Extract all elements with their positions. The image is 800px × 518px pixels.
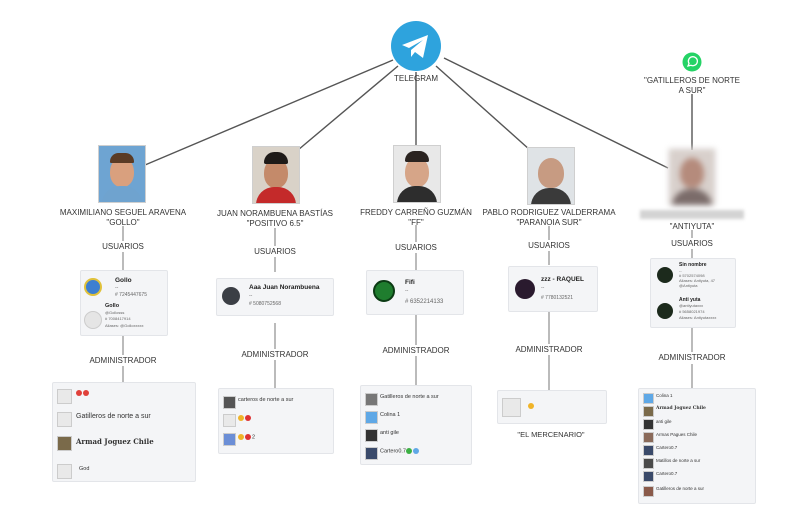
link-telegram-person-4	[435, 65, 531, 151]
user-name: zzz - RAQUEL	[541, 276, 584, 283]
users-label-4: USUARIOS	[528, 241, 570, 250]
user-phone: # 5080752568	[249, 301, 281, 307]
whatsapp-icon	[682, 52, 702, 72]
person-photo-1	[98, 145, 146, 203]
person-photo-3	[393, 145, 441, 203]
users-label-5: USUARIOS	[671, 239, 713, 248]
user-name: Fifi	[405, 279, 415, 286]
person-alias-4: "PARANOIA SUR"	[516, 218, 582, 227]
telegram-icon	[391, 21, 441, 71]
person-photo-2	[252, 146, 300, 204]
user-avatar	[84, 311, 102, 329]
link-telegram-person-1	[144, 59, 394, 166]
admin-label-4: ADMINISTRADOR	[515, 345, 583, 354]
user-avatar	[657, 303, 673, 319]
user-card-2: Aaa Juan Norambuena -- # 5080752568	[216, 278, 334, 316]
user-avatar	[373, 280, 395, 302]
user-avatar	[515, 279, 535, 299]
user-avatar	[657, 267, 673, 283]
admin-card-2: carteros de norte a sur 2	[218, 388, 334, 454]
admin-card-5: Colina 1 Armad Joguez Chile anti gile Ar…	[638, 388, 756, 504]
user-card-1: Gollo -- # 7245447675 Gollo @Gollosss # …	[80, 270, 168, 336]
admin-4-label: "EL MERCENARIO"	[517, 430, 585, 439]
admin-label-2: ADMINISTRADOR	[241, 350, 309, 359]
user-name: Gollo	[115, 277, 132, 284]
users-label-1: USUARIOS	[102, 242, 144, 251]
users-label-2: USUARIOS	[254, 247, 296, 256]
user-card-5: Sin nombre -- # 5702574098 Aliases: Anti…	[650, 258, 736, 328]
person-name-2: JUAN NORAMBUENA BASTÍAS	[216, 209, 334, 218]
person-alias-3: "FF"	[408, 218, 424, 227]
person-name-1: MAXIMILIANO SEGUEL ARAVENA	[59, 208, 187, 217]
admin-label-1: ADMINISTRADOR	[89, 356, 157, 365]
person-photo-4	[527, 147, 575, 205]
user-phone: # 6352214133	[405, 299, 444, 305]
user-name: Aaa Juan Norambuena	[249, 284, 320, 291]
admin-card-1: Gatilleros de norte a sur Armad Joguez C…	[52, 382, 196, 482]
user-avatar	[84, 278, 102, 296]
user-avatar	[222, 287, 240, 305]
redacted-name-bar	[640, 210, 744, 219]
person-name-4: PABLO RODRIGUEZ VALDERRAMA	[482, 208, 616, 217]
admin-card-3: Gatilleros de norte a sur Colina 1 anti …	[360, 385, 472, 465]
person-alias-2: "POSITIVO 6.5"	[246, 219, 304, 228]
link-telegram-person-5	[443, 57, 669, 169]
person-name-3: FREDDY CARREÑO GUZMÁN	[360, 208, 472, 217]
admin-label-3: ADMINISTRADOR	[382, 346, 450, 355]
telegram-label: TELEGRAM	[393, 74, 438, 83]
user-card-3: Fifi -- # 6352214133	[366, 270, 464, 315]
whatsapp-node	[682, 52, 702, 72]
user-phone: # 7780132521	[541, 295, 573, 301]
person-photo-5-blurred	[668, 148, 716, 206]
user-card-4: zzz - RAQUEL -- # 7780132521	[508, 266, 598, 312]
person-alias-5: "ANTIYUTA"	[669, 222, 715, 231]
whatsapp-group-label-1: "GATILLEROS DE NORTE	[644, 76, 740, 85]
admin-card-4	[497, 390, 607, 424]
admin-label-5: ADMINISTRADOR	[658, 353, 726, 362]
person-alias-1: "GOLLO"	[106, 218, 140, 227]
link-telegram-person-2	[297, 65, 399, 151]
users-label-3: USUARIOS	[395, 243, 437, 252]
telegram-node	[390, 20, 442, 72]
whatsapp-group-label-2: A SUR"	[678, 86, 706, 95]
user-phone: # 7245447675	[115, 292, 147, 298]
